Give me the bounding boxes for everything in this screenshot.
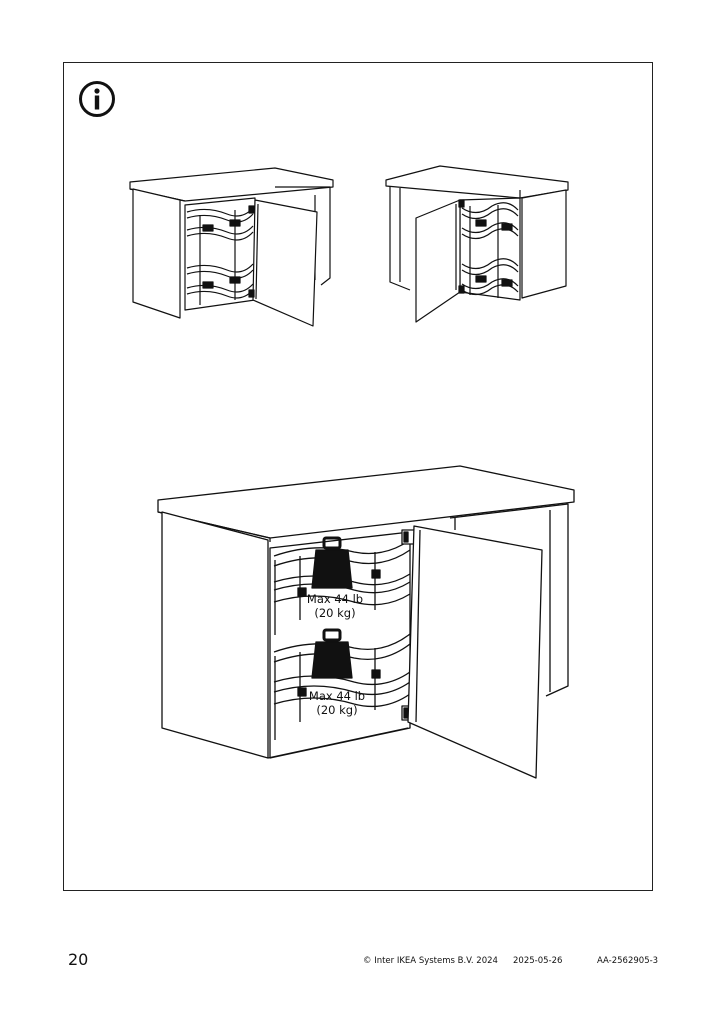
upper-load-line2: (20 kg) xyxy=(314,606,356,620)
lower-load-line2: (20 kg) xyxy=(316,703,358,717)
upper-load-label: Max 44 lb (20 kg) xyxy=(290,592,380,620)
instruction-frame xyxy=(63,62,653,891)
lower-load-label: Max 44 lb (20 kg) xyxy=(292,689,382,717)
cabinet-illustration-right xyxy=(385,165,569,323)
upper-load-line1: Max 44 lb xyxy=(306,592,364,606)
page-number: 20 xyxy=(68,950,89,969)
document-date: 2025-05-26 xyxy=(513,956,563,966)
info-circle-icon xyxy=(79,81,115,117)
article-code: AA-2562905-3 xyxy=(597,956,659,966)
lower-load-line1: Max 44 lb xyxy=(308,689,366,703)
copyright: © Inter IKEA Systems B.V. 2024 xyxy=(363,956,498,966)
cabinet-illustration-main xyxy=(157,465,575,779)
cabinet-illustration-left xyxy=(129,167,334,327)
